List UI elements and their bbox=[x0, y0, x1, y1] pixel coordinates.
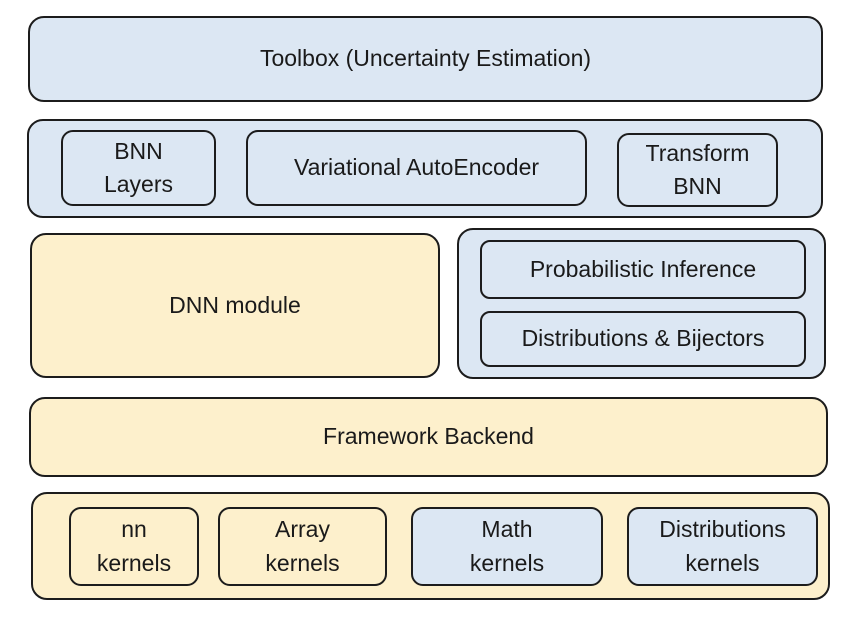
probabilistic-inference-box: Probabilistic Inference bbox=[480, 240, 806, 299]
distributions-kernels-label: Distributions kernels bbox=[659, 516, 786, 576]
transform-bnn-label: Transform BNN bbox=[645, 139, 750, 199]
dnn-module-box: DNN module bbox=[30, 233, 440, 378]
array-kernels-box: Array kernels bbox=[218, 507, 387, 586]
distributions-bijectors-box: Distributions & Bijectors bbox=[480, 311, 806, 367]
toolbox-layer: Toolbox (Uncertainty Estimation) bbox=[28, 16, 823, 102]
probabilistic-inference-label: Probabilistic Inference bbox=[529, 255, 757, 282]
transform-bnn-box: Transform BNN bbox=[617, 133, 778, 207]
distributions-bijectors-label: Distributions & Bijectors bbox=[521, 325, 765, 352]
vae-label: Variational AutoEncoder bbox=[293, 154, 540, 181]
nn-kernels-box: nn kernels bbox=[69, 507, 199, 586]
array-kernels-label: Array kernels bbox=[265, 516, 340, 576]
nn-kernels-label: nn kernels bbox=[96, 516, 172, 576]
bnn-layers-box: BNN Layers bbox=[61, 130, 216, 206]
math-kernels-box: Math kernels bbox=[411, 507, 603, 586]
bnn-layers-label: BNN Layers bbox=[103, 137, 174, 197]
vae-box: Variational AutoEncoder bbox=[246, 130, 587, 206]
math-kernels-label: Math kernels bbox=[469, 516, 545, 576]
framework-backend-label: Framework Backend bbox=[323, 423, 534, 450]
toolbox-label: Toolbox (Uncertainty Estimation) bbox=[259, 45, 592, 72]
dnn-module-label: DNN module bbox=[169, 291, 301, 318]
distributions-kernels-box: Distributions kernels bbox=[627, 507, 818, 586]
framework-backend-box: Framework Backend bbox=[29, 397, 828, 477]
